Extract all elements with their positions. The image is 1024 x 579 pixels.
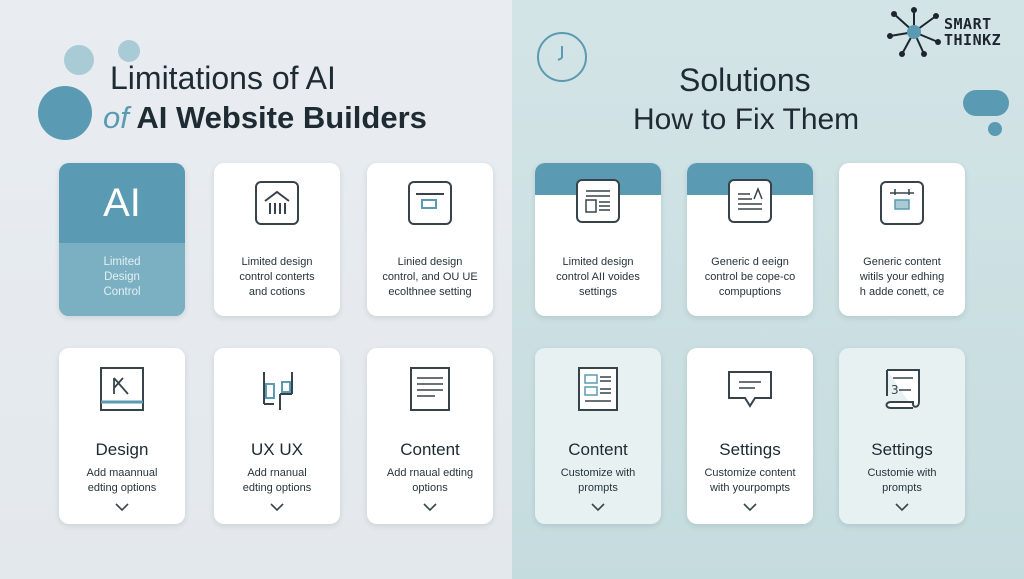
- chevron-down-icon[interactable]: [423, 502, 437, 512]
- card-title: Content: [568, 440, 628, 459]
- document-icon: [576, 179, 620, 223]
- design-icon: [100, 367, 144, 411]
- card-description: Limited Design Control: [103, 256, 141, 298]
- flow-icon: [263, 372, 293, 410]
- card-description: Generic d eeign control be cope-co compu…: [704, 256, 796, 298]
- card-title: Content: [400, 440, 460, 459]
- right-title-line1: Solutions: [679, 62, 811, 98]
- decor-circle: [988, 122, 1002, 136]
- fix-card-design[interactable]: Design Add maannual edting options: [59, 348, 185, 524]
- card-description: Customie with prompts: [867, 467, 937, 494]
- solution-card[interactable]: Limited design control AII voides settin…: [535, 163, 661, 316]
- card-description: Add rnanual edting options: [242, 467, 312, 494]
- fix-card-content[interactable]: Content Add rnaual edting options: [367, 348, 493, 524]
- limitation-card[interactable]: Linied design control, and OU UE ecolthn…: [367, 163, 493, 316]
- clock-icon: [537, 32, 587, 82]
- building-icon: [255, 181, 299, 225]
- fix-card-settings[interactable]: Settings Customize content with yourpomp…: [687, 348, 813, 524]
- limitation-card-ai[interactable]: AI Limited Design Control: [59, 163, 185, 316]
- card-title: Design: [95, 440, 149, 459]
- left-title-line1: Limitations of AI: [110, 60, 336, 96]
- chevron-down-icon[interactable]: [591, 502, 605, 512]
- solution-card[interactable]: Generic content witils your edhing h add…: [839, 163, 965, 316]
- card-description: Linied design control, and OU UE ecolthn…: [382, 256, 478, 298]
- card-title: UX UX: [251, 440, 303, 459]
- decor-circle: [38, 86, 92, 140]
- limitation-card[interactable]: Limited design control conterts and coti…: [214, 163, 340, 316]
- editor-icon: [728, 179, 772, 223]
- calendar-icon: [880, 181, 924, 225]
- card-title: Settings: [871, 440, 933, 459]
- card-description: Add maannual edting options: [86, 467, 158, 494]
- window-icon: [408, 181, 452, 225]
- network-icon: [887, 7, 941, 57]
- chevron-down-icon[interactable]: [743, 502, 757, 512]
- card-description: Generic content witils your edhing h add…: [859, 256, 945, 298]
- card-description: Customize with prompts: [560, 467, 636, 494]
- chevron-down-icon[interactable]: [115, 502, 129, 512]
- solution-card[interactable]: Generic d eeign control be cope-co compu…: [687, 163, 813, 316]
- card-title: Settings: [719, 440, 781, 459]
- svg-text:3: 3: [891, 383, 899, 397]
- fix-card-ux[interactable]: UX UX Add rnanual edting options: [214, 348, 340, 524]
- right-title-line2: How to Fix Them: [633, 103, 860, 136]
- card-description: Add rnaual edting options: [386, 467, 474, 494]
- decor-pill: [963, 90, 1009, 116]
- chat-bubble-icon: [728, 371, 772, 408]
- card-description: Limited design control conterts and coti…: [239, 256, 315, 298]
- left-title-line2: of AI Website Builders: [103, 100, 427, 136]
- fix-card-content-solution[interactable]: Content Customize with prompts: [535, 348, 661, 524]
- fix-card-settings-solution[interactable]: 3 Settings Customie with prompts: [839, 348, 965, 524]
- card-lower-band: [59, 243, 185, 316]
- card-description: Limited design control AII voides settin…: [556, 256, 640, 298]
- left-title-prefix: of: [103, 100, 129, 135]
- chevron-down-icon[interactable]: [270, 502, 284, 512]
- chevron-down-icon[interactable]: [895, 502, 909, 512]
- scroll-icon: 3: [885, 369, 920, 409]
- card-description: Customize content with yourpompts: [704, 467, 796, 494]
- layout-icon: [578, 367, 618, 411]
- ai-label: AI: [103, 181, 141, 225]
- decor-circle: [118, 40, 140, 62]
- decor-circle: [64, 45, 94, 75]
- text-document-icon: [410, 367, 450, 411]
- left-title-main: AI Website Builders: [136, 100, 427, 135]
